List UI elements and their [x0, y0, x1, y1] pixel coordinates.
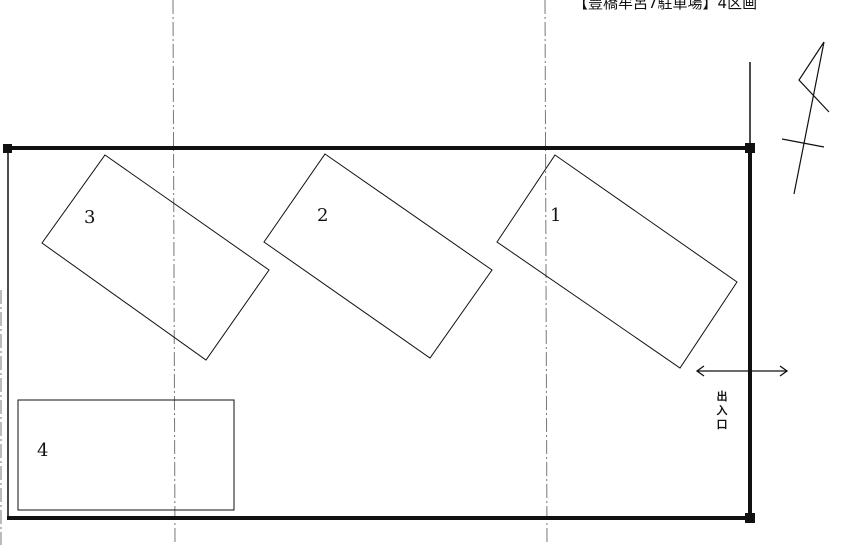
- parking-space-4[interactable]: [17, 399, 235, 511]
- corner-marker: [745, 143, 755, 153]
- map-title: 【豊橋牟呂7駐車場】4区画: [573, 0, 758, 12]
- guide-line: [172, 0, 176, 545]
- space-label-3: 3: [84, 207, 96, 228]
- space-label-4: 4: [37, 440, 49, 461]
- entrance-char: 口: [716, 418, 728, 431]
- corner-marker: [3, 144, 12, 153]
- entrance-char: 入: [716, 404, 728, 417]
- north-arrow-icon: [781, 41, 830, 195]
- space-label-2: 2: [317, 205, 329, 226]
- parking-space-2[interactable]: [263, 153, 493, 359]
- double-arrow-icon: [695, 365, 789, 377]
- lot-boundary: [7, 146, 752, 520]
- corner-marker: [745, 513, 755, 523]
- parking-space-1[interactable]: [496, 154, 738, 369]
- space-label-1: 1: [550, 205, 562, 226]
- guide-line: [544, 0, 548, 545]
- entrance-char: 出: [716, 390, 728, 403]
- entrance-label: 出 入 口: [714, 390, 730, 432]
- parking-space-3[interactable]: [41, 154, 270, 361]
